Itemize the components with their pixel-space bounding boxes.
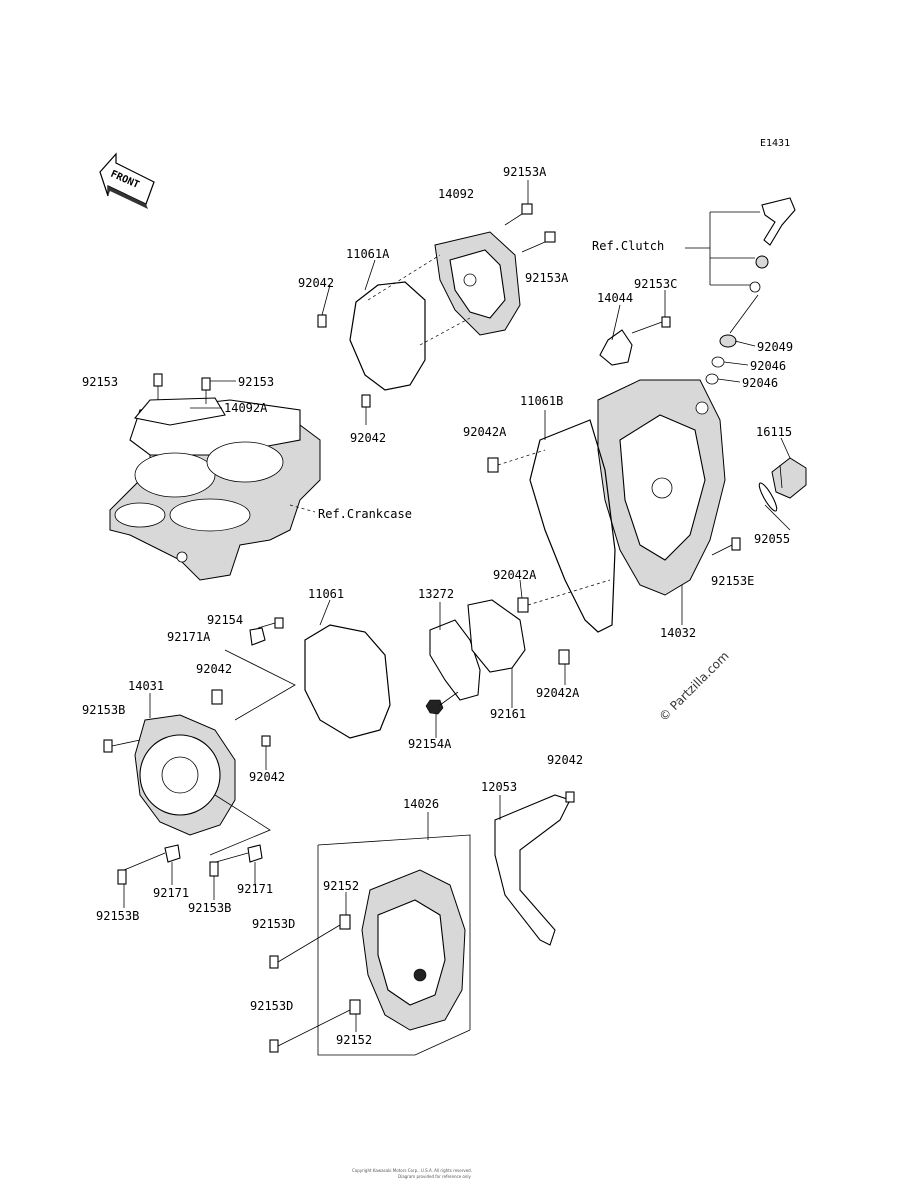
label-92042-a: 92042 [298,276,334,290]
label-12053: 12053 [481,780,517,794]
bolt-92153A-part [504,203,533,226]
label-16115: 16115 [756,425,792,439]
label-92153D-b: 92153D [250,999,293,1013]
label-11061: 11061 [308,587,344,601]
label-92161: 92161 [490,707,526,721]
bolt-92153-right-part [201,377,211,404]
collar-92152-a-part [339,914,351,930]
front-arrow-icon: FRONT [99,152,155,209]
label-14026: 14026 [403,797,439,811]
bolt-92153A-right-part [521,231,556,253]
bolt-92153B-c-part [209,852,249,877]
cover-14031-part [134,714,236,836]
bolt-92153D-a-part [269,924,341,969]
bolt-92153B-a-part [103,739,141,753]
dowel-92042-e-part [565,791,575,803]
clamp-92171-b-part [247,844,263,863]
clamp-92171A-part [249,627,266,646]
bolt-92154-part [257,617,284,629]
label-92046-a: 92046 [750,359,786,373]
footer-line2: Diagram provided for reference only [398,1174,472,1179]
label-13272: 13272 [418,587,454,601]
label-92153D-a: 92153D [252,917,295,931]
cover-14026-part [361,869,466,1031]
leader-lines [123,180,791,1032]
label-92049: 92049 [757,340,793,354]
cap-16115-part [771,457,807,499]
bolt-92153-part [153,373,163,400]
label-92154A: 92154A [408,737,452,751]
label-92153A-right: 92153A [525,271,569,285]
bolt-92153C-part [631,316,671,334]
label-92042-d: 92042 [249,770,285,784]
label-92152-a: 92152 [323,879,359,893]
dowel-92042-d-part [261,735,271,747]
label-92042A-c: 92042A [536,686,580,700]
part-labels: 92153A 14092 11061A 92153A 92042 92042 9… [82,165,793,1047]
guide-12053-part [494,794,571,946]
label-92046-b: 92046 [742,376,778,390]
label-14031: 14031 [128,679,164,693]
label-14032: 14032 [660,626,696,640]
bolt-92153E-part [711,537,741,556]
bolt-92154A-part [425,691,459,715]
dowel-92042A-c-part [558,649,570,665]
oring-92055-part [758,482,778,512]
bracket-14044-part [599,329,633,366]
label-92153B-c: 92153B [188,901,231,915]
label-92055: 92055 [754,532,790,546]
dowel-92042A-b-part [517,597,529,613]
label-92042-e: 92042 [547,753,583,767]
clutch-cover-14032-part [597,379,726,596]
washer-92046-b-part [705,373,719,385]
clutch-ref-part [685,197,796,293]
bolt-92153D-b-part [269,1009,351,1053]
damper-92161-part [467,599,526,673]
label-11061B: 11061B [520,394,563,408]
label-92152-b: 92152 [336,1033,372,1047]
label-92153B-a: 92153B [82,703,125,717]
dowel-92042-b-part [361,394,371,408]
label-92171-a: 92171 [153,886,189,900]
label-92154: 92154 [207,613,243,627]
dowel-92042-a-part [317,314,327,328]
plate-13272-part [429,619,481,701]
gasket-11061B-part [529,419,616,633]
label-92171A: 92171A [167,630,211,644]
gasket-11061A-part [349,281,426,391]
label-11061A: 11061A [346,247,390,261]
label-92153-right: 92153 [238,375,274,389]
label-92153B-b: 92153B [96,909,139,923]
label-92153A-top: 92153A [503,165,547,179]
seal-92049-part [719,334,737,348]
label-ref-crankcase: Ref.Crankcase [318,507,412,521]
label-ref-clutch: Ref.Clutch [592,239,664,253]
label-92042A-a: 92042A [463,425,507,439]
label-92171-b: 92171 [237,882,273,896]
label-14092A: 14092A [224,401,268,415]
label-14044: 14044 [597,291,633,305]
label-92153: 92153 [82,375,118,389]
label-92042-c: 92042 [196,662,232,676]
diagram-id: E1431 [760,138,790,149]
bolt-92153B-b-part [117,852,166,885]
label-92042-b: 92042 [350,431,386,445]
label-92153C: 92153C [634,277,677,291]
footer-line1: Copyright Kawasaki Motors Corp., U.S.A. … [352,1168,472,1173]
clamp-92171-a-part [164,844,181,863]
label-92153E: 92153E [711,574,754,588]
plate-14092A-part [133,397,226,426]
dowel-92042A-a-part [487,457,499,473]
dowel-92042-c-part [211,689,223,705]
label-14092: 14092 [438,187,474,201]
gasket-11061-part [304,624,391,739]
collar-92152-b-part [349,999,361,1015]
washer-92046-a-part [711,356,725,368]
watermark: © Partzilla.com [656,649,731,724]
crankcase-ref-part [109,399,321,581]
cover-14092-part [434,231,521,336]
label-92042A-b: 92042A [493,568,537,582]
